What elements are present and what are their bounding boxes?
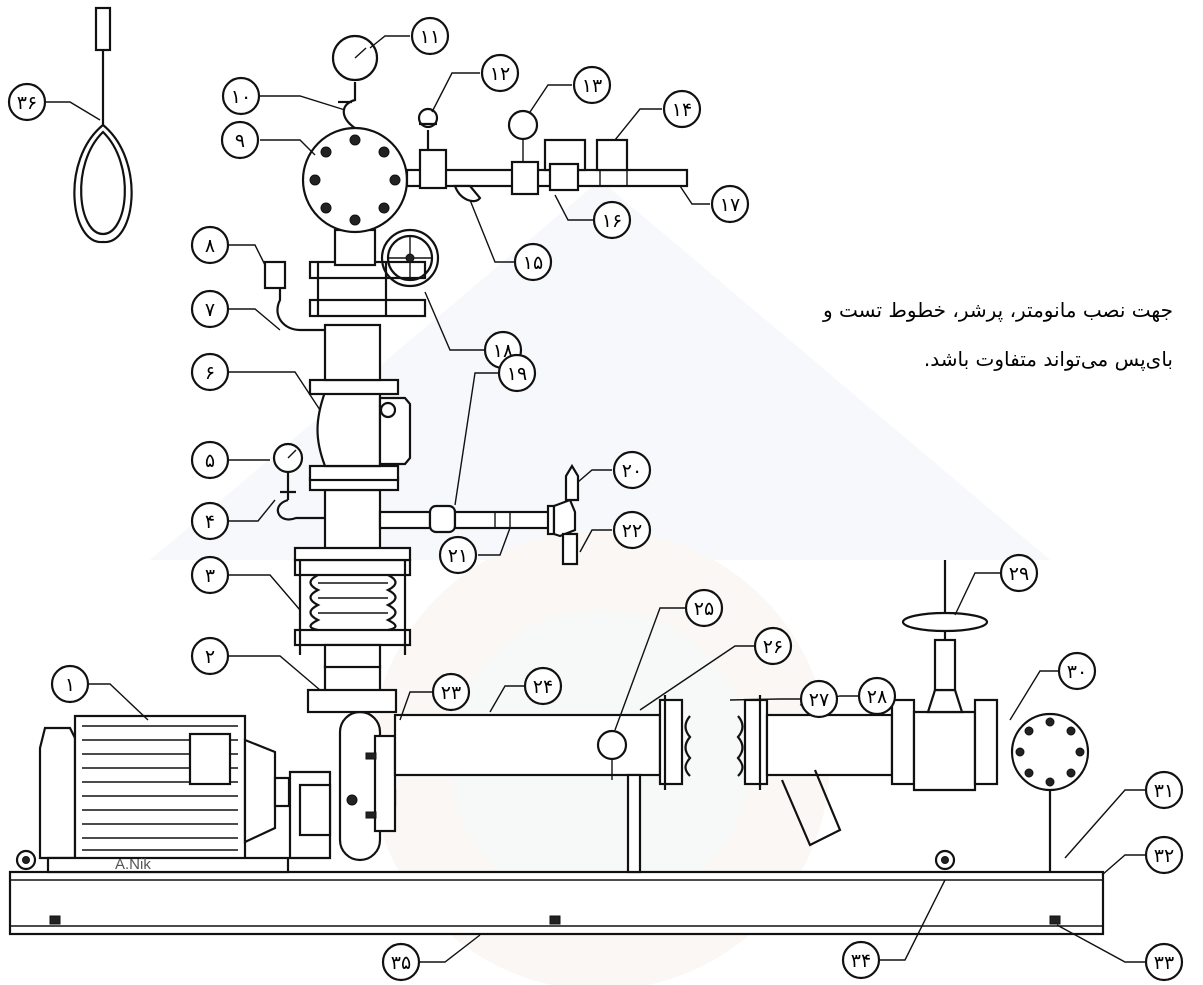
svg-text:۱۰: ۱۰ — [231, 86, 251, 108]
pump-casing — [288, 710, 397, 862]
svg-text:۲۰: ۲۰ — [622, 460, 642, 482]
svg-text:۲۳: ۲۳ — [441, 682, 461, 704]
callout-26: ۲۶ — [753, 626, 793, 666]
bolt — [549, 915, 561, 925]
svg-text:۳۳: ۳۳ — [1154, 952, 1174, 974]
svg-text:۱۳: ۱۳ — [582, 75, 602, 97]
callout-29: ۲۹ — [999, 553, 1039, 593]
svg-text:۲۷: ۲۷ — [809, 689, 829, 711]
svg-text:۳۴: ۳۴ — [851, 950, 871, 972]
svg-text:۳۶: ۳۶ — [17, 92, 37, 114]
electric-motor: A.Nik — [38, 714, 291, 874]
header-line — [405, 107, 689, 203]
installation-note-line-2: بای‌پس می‌تواند متفاوت باشد. — [923, 347, 1173, 371]
bolt — [49, 915, 61, 925]
horizontal-discharge-line — [393, 560, 1090, 874]
callout-23: ۲۳ — [431, 672, 471, 712]
callout-4: ۴ — [190, 501, 230, 541]
svg-text:۲۲: ۲۲ — [622, 520, 642, 542]
svg-text:۸: ۸ — [205, 235, 215, 257]
callout-33: ۳۳ — [1144, 942, 1184, 982]
callout-1: ۱ — [50, 664, 90, 704]
callout-5: ۵ — [190, 440, 230, 480]
svg-text:۳۰: ۳۰ — [1067, 661, 1087, 683]
callout-2: ۲ — [190, 636, 230, 676]
callout-20: ۲۰ — [612, 450, 652, 490]
installation-note-line-1: جهت نصب مانومتر، پرشر، خطوط تست و — [822, 298, 1173, 322]
leader-lines — [46, 35, 1145, 963]
callout-15: ۱۵ — [513, 242, 553, 282]
callout-36: ۳۶ — [7, 82, 47, 122]
callout-13: ۱۳ — [572, 65, 612, 105]
callout-11: ۱۱ — [410, 16, 450, 56]
svg-text:۴: ۴ — [205, 511, 215, 533]
callout-7: ۷ — [190, 289, 230, 329]
svg-text:۳۲: ۳۲ — [1154, 845, 1174, 867]
callout-34: ۳۴ — [841, 940, 881, 980]
drafter-signature: A.Nik — [115, 856, 151, 873]
callout-27: ۲۷ — [799, 679, 839, 719]
callout-12: ۱۲ — [480, 53, 520, 93]
svg-text:۱۵: ۱۵ — [523, 252, 543, 274]
callout-31: ۳۱ — [1144, 770, 1184, 810]
callout-25: ۲۵ — [684, 588, 724, 628]
svg-text:۱۷: ۱۷ — [720, 194, 740, 216]
svg-text:۲۴: ۲۴ — [533, 676, 553, 698]
svg-text:۱۹: ۱۹ — [507, 363, 527, 385]
svg-text:۱۲: ۱۲ — [490, 63, 510, 85]
svg-text:۹: ۹ — [235, 130, 245, 152]
callout-3: ۳ — [190, 555, 230, 595]
callout-14: ۱۴ — [662, 89, 702, 129]
svg-text:۶: ۶ — [205, 362, 215, 384]
callout-35: ۳۵ — [381, 942, 421, 982]
svg-text:۳۵: ۳۵ — [391, 952, 411, 974]
callout-10: ۱۰ — [221, 76, 261, 116]
pipe-hanger — [73, 6, 133, 244]
bolt — [1049, 915, 1061, 925]
callout-6: ۶ — [190, 352, 230, 392]
svg-text:۵: ۵ — [205, 450, 215, 472]
callout-9: ۹ — [220, 120, 260, 160]
callout-30: ۳۰ — [1057, 651, 1097, 691]
base-frame — [8, 849, 1105, 936]
callout-16: ۱۶ — [592, 200, 632, 240]
svg-text:۱۴: ۱۴ — [672, 99, 692, 121]
callout-32: ۳۲ — [1144, 835, 1184, 875]
svg-text:۱۶: ۱۶ — [602, 210, 622, 232]
svg-text:۱: ۱ — [65, 674, 75, 696]
callout-19: ۱۹ — [497, 353, 537, 393]
callout-17: ۱۷ — [710, 184, 750, 224]
svg-text:۲۶: ۲۶ — [763, 636, 783, 658]
callout-8: ۸ — [190, 225, 230, 265]
svg-text:۱۱: ۱۱ — [420, 26, 440, 48]
callout-24: ۲۴ — [523, 666, 563, 706]
svg-text:۲: ۲ — [205, 646, 215, 668]
callout-bubbles: ۱ ۲ ۳ ۴ ۵ ۶ ۷ ۸ ۹ ۱۰ ۱۱ ۱۲ ۱۳ ۱۴ ۱۵ ۱۶ ۱… — [7, 16, 1184, 982]
callout-28: ۲۸ — [857, 676, 897, 716]
callout-22: ۲۲ — [612, 510, 652, 550]
svg-text:۲۸: ۲۸ — [867, 686, 887, 708]
svg-text:۲۵: ۲۵ — [694, 598, 714, 620]
callout-21: ۲۱ — [438, 535, 478, 575]
svg-text:۲۹: ۲۹ — [1009, 563, 1029, 585]
svg-text:۷: ۷ — [205, 299, 215, 321]
svg-text:۳۱: ۳۱ — [1154, 780, 1174, 802]
svg-text:۲۱: ۲۱ — [448, 545, 468, 567]
vertical-discharge-line — [263, 34, 580, 714]
svg-text:۳: ۳ — [205, 565, 215, 587]
